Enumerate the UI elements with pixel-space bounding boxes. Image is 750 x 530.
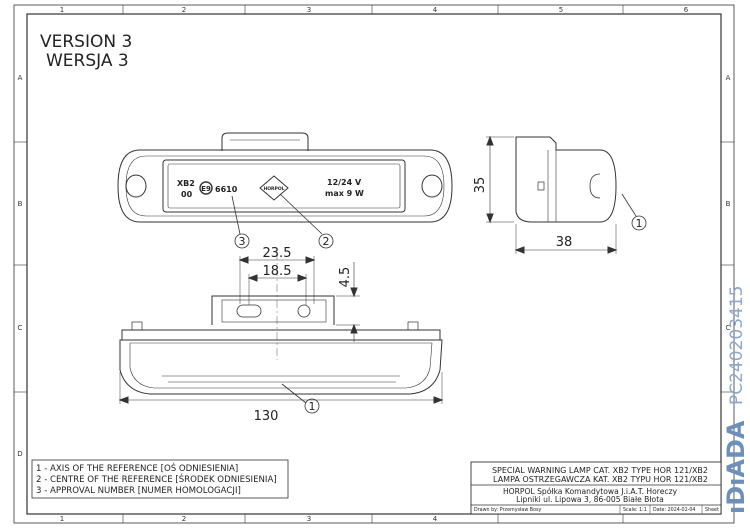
col-label: 2 bbox=[182, 515, 186, 523]
col-label: 4 bbox=[433, 6, 438, 14]
version-label-pl: WERSJA 3 bbox=[46, 51, 129, 71]
power-label: max 9 W bbox=[325, 189, 364, 198]
row-label: B bbox=[18, 200, 23, 208]
row-label: D bbox=[17, 450, 22, 458]
approval-number: 6610 bbox=[215, 185, 238, 194]
note-line: 1 - AXIS OF THE REFERENCE [OŚ ODNIESIENI… bbox=[36, 462, 238, 474]
col-label: 3 bbox=[307, 515, 311, 523]
row-label: A bbox=[18, 74, 23, 82]
approval-mark: E9 bbox=[201, 185, 211, 193]
balloon-1-front: 1 bbox=[309, 400, 316, 413]
dimension-18-5: 18.5 bbox=[263, 264, 292, 279]
title-en: SPECIAL WARNING LAMP CAT. XB2 TYPE HOR 1… bbox=[492, 466, 708, 475]
row-label: C bbox=[18, 324, 23, 332]
dimension-38: 38 bbox=[556, 235, 573, 250]
company-name: HORPOL Spółka Komandytowa J.i.A.T. Horec… bbox=[503, 487, 678, 496]
side-view bbox=[486, 135, 647, 254]
col-label: 2 bbox=[182, 6, 186, 14]
watermark-brand: ıDıADA bbox=[722, 420, 750, 514]
dimension-35: 35 bbox=[473, 177, 488, 194]
col-label: 1 bbox=[60, 6, 64, 14]
col-label: 6 bbox=[684, 6, 689, 14]
col-label: 5 bbox=[559, 6, 563, 14]
drawn-by: Drawn by: Przemysław Bosy bbox=[474, 507, 542, 513]
front-view bbox=[118, 252, 444, 414]
voltage-label: 12/24 V bbox=[327, 178, 362, 187]
note-line: 2 - CENTRE OF THE REFERENCE [ŚRODEK ODNI… bbox=[36, 473, 277, 485]
title-block: SPECIAL WARNING LAMP CAT. XB2 TYPE HOR 1… bbox=[470, 461, 722, 515]
top-view-leaders bbox=[231, 193, 334, 249]
version-label-en: VERSION 3 bbox=[40, 32, 132, 52]
company-address: Lipniki ul. Lipowa 3, 86-005 Białe Błota bbox=[516, 495, 664, 504]
watermark-code: PC240203415 bbox=[727, 286, 747, 405]
notes-box: 1 - AXIS OF THE REFERENCE [OŚ ODNIESIENI… bbox=[31, 459, 289, 499]
balloon-2: 2 bbox=[323, 235, 330, 248]
note-line: 3 - APPROVAL NUMBER [NUMER HOMOLOGACJI] bbox=[36, 486, 241, 496]
row-label: C bbox=[726, 324, 731, 332]
col-label: 1 bbox=[60, 515, 64, 523]
lamp-category-label: XB2 bbox=[177, 179, 195, 188]
col-label: 3 bbox=[307, 6, 311, 14]
drawing-frame bbox=[13, 4, 735, 524]
date: Date: 2024-02-04 bbox=[653, 507, 695, 513]
grid-column-labels: 1 2 3 4 5 6 1 2 3 4 bbox=[60, 6, 689, 523]
lamp-index-label: 00 bbox=[181, 190, 193, 199]
sheet: Sheet bbox=[705, 507, 719, 513]
grid-row-labels: A B C D A B C bbox=[17, 74, 730, 458]
scale: Scale: 1:1 bbox=[623, 507, 647, 513]
top-view bbox=[117, 132, 453, 223]
col-label: 4 bbox=[433, 515, 438, 523]
row-label: B bbox=[726, 200, 731, 208]
dimension-130: 130 bbox=[254, 409, 279, 424]
dimension-4-5: 4.5 bbox=[338, 267, 353, 288]
watermark: PC240203415 ıDıADA bbox=[722, 286, 750, 514]
logo-text: HORPOL bbox=[263, 186, 284, 192]
balloon-1-side: 1 bbox=[636, 217, 643, 230]
title-pl: LAMPA OSTRZEGAWCZA KAT. XB2 TYPU HOR 121… bbox=[493, 475, 708, 484]
row-label: A bbox=[726, 74, 731, 82]
balloon-3: 3 bbox=[239, 235, 246, 248]
dimension-23-5: 23.5 bbox=[263, 246, 292, 261]
